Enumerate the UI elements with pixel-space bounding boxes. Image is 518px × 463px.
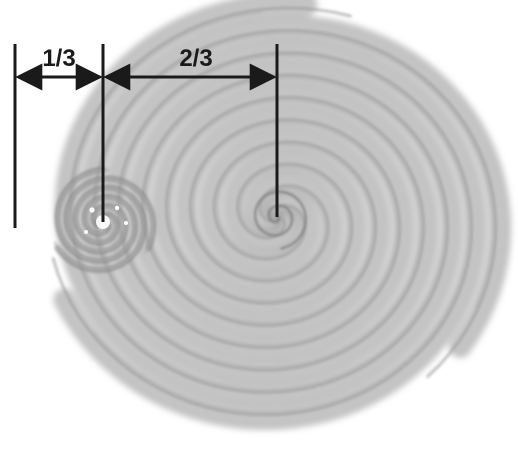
swirl-stroke (96, 31, 494, 369)
swirl-stroke (60, 44, 481, 424)
swirl-stroke (65, 177, 155, 255)
small-vortex (53, 166, 157, 274)
swirl-stroke (254, 190, 307, 250)
two-thirds-label: 2/3 (179, 45, 212, 72)
large-vortex (51, 0, 512, 430)
swirl-stroke (85, 21, 505, 379)
swirl-stroke (61, 0, 457, 401)
swirl-stroke (53, 186, 146, 271)
swirl-stroke (68, 6, 450, 395)
swirl-stroke (92, 28, 498, 378)
swirl-stroke (56, 168, 136, 262)
swirl-stroke (51, 51, 474, 417)
swirl-stroke (93, 54, 470, 414)
one-third-label: 1/3 (42, 45, 75, 72)
swirl-stroke (72, 11, 446, 391)
